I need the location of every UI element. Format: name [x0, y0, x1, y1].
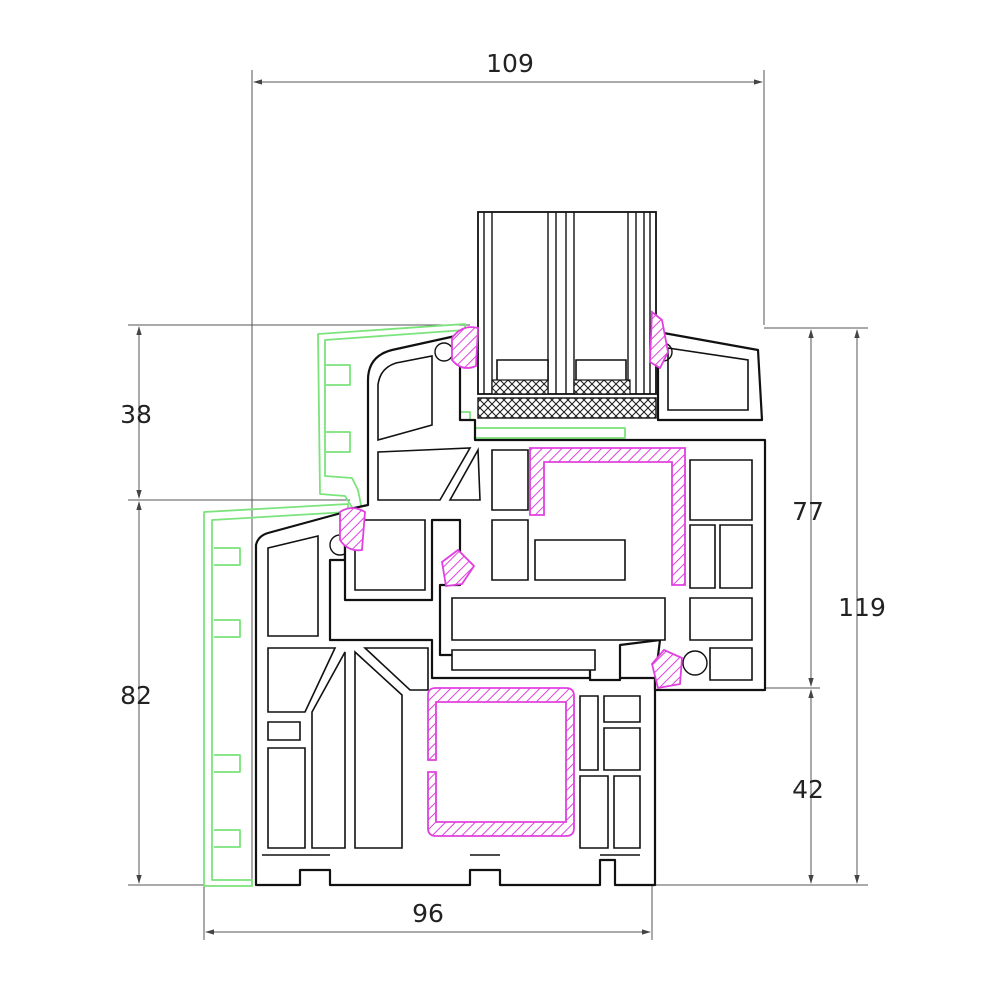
dimension-lines: [128, 70, 868, 940]
dimension-labels: 109 96 38 82 77 119 42: [120, 49, 886, 928]
green-cladding-outline: [203, 323, 626, 887]
glass-unit: [477, 211, 657, 419]
steel-reinforcements: [427, 447, 686, 837]
gaskets: [339, 310, 683, 690]
dim-label-left-lower-height: 82: [120, 681, 152, 710]
dim-label-total-width: 109: [486, 49, 534, 78]
dim-label-bottom-width: 96: [412, 899, 444, 928]
dim-label-left-upper-height: 38: [120, 400, 152, 429]
sash-profile: [343, 330, 767, 692]
dim-label-right-sash-height: 77: [792, 497, 824, 526]
dim-label-right-total-height: 119: [838, 593, 886, 622]
dim-label-right-lower-height: 42: [792, 775, 824, 804]
